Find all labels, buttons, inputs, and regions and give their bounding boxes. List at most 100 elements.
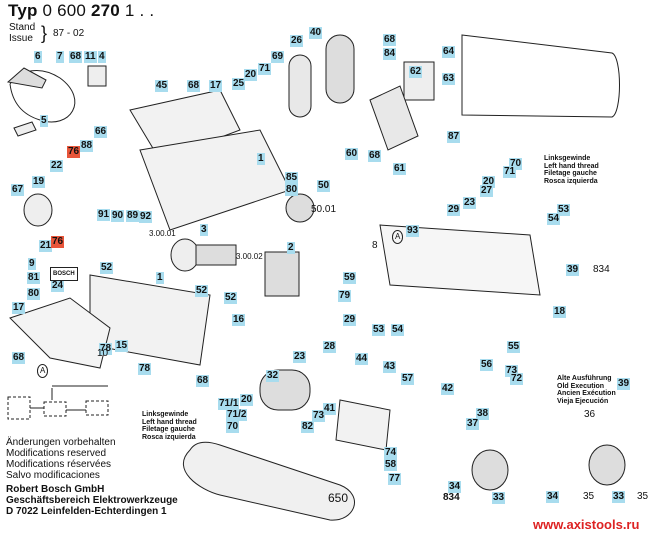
part-label-1[interactable]: 1 xyxy=(257,153,265,165)
part-label-59[interactable]: 59 xyxy=(343,272,357,284)
part-label-71[interactable]: 71 xyxy=(503,166,517,178)
part-label-93[interactable]: 93 xyxy=(406,225,420,237)
part-label-56[interactable]: 56 xyxy=(480,359,494,371)
part-label-40[interactable]: 40 xyxy=(309,27,323,39)
part-label-22[interactable]: 22 xyxy=(50,160,64,172)
part-label-68[interactable]: 68 xyxy=(12,352,26,364)
part-label-80[interactable]: 80 xyxy=(285,184,299,196)
part-label-23[interactable]: 23 xyxy=(463,197,477,209)
part-label-33[interactable]: 33 xyxy=(612,491,626,503)
part-label-61[interactable]: 61 xyxy=(393,163,407,175)
part-label-21[interactable]: 21 xyxy=(39,240,53,252)
part-label-17[interactable]: 17 xyxy=(12,302,26,314)
part-label-34[interactable]: 34 xyxy=(546,491,560,503)
part-label-18[interactable]: 18 xyxy=(553,306,567,318)
part-label-70[interactable]: 70 xyxy=(226,421,240,433)
part-label-19[interactable]: 19 xyxy=(32,176,46,188)
part-label-71-2[interactable]: 71/2 xyxy=(226,409,248,421)
part-label-1[interactable]: 1 xyxy=(156,272,164,284)
part-label-57[interactable]: 57 xyxy=(401,373,415,385)
part-label-25[interactable]: 25 xyxy=(232,78,246,90)
part-label-82[interactable]: 82 xyxy=(301,421,315,433)
part-label-77[interactable]: 77 xyxy=(388,473,402,485)
part-label-92[interactable]: 92 xyxy=(139,211,153,223)
part-label-23[interactable]: 23 xyxy=(293,351,307,363)
part-label-68[interactable]: 68 xyxy=(196,375,210,387)
part-label-33[interactable]: 33 xyxy=(492,492,506,504)
part-label-76[interactable]: 76 xyxy=(51,236,65,248)
watermark-link[interactable]: www.axistools.ru xyxy=(533,517,640,532)
part-label-20[interactable]: 20 xyxy=(240,394,254,406)
part-label-87[interactable]: 87 xyxy=(447,131,461,143)
part-label-67[interactable]: 67 xyxy=(11,184,25,196)
part-label-52[interactable]: 52 xyxy=(100,262,114,274)
part-label-74[interactable]: 74 xyxy=(384,447,398,459)
part-label-39[interactable]: 39 xyxy=(566,264,580,276)
part-label-26[interactable]: 26 xyxy=(290,35,304,47)
part-label-89[interactable]: 89 xyxy=(126,210,140,222)
part-label-80[interactable]: 80 xyxy=(27,288,41,300)
part-label-7[interactable]: 7 xyxy=(56,51,64,63)
part-label-71[interactable]: 71 xyxy=(258,63,272,75)
part-label-50[interactable]: 50 xyxy=(317,180,331,192)
part-label-20[interactable]: 20 xyxy=(244,69,258,81)
part-label-6[interactable]: 6 xyxy=(34,51,42,63)
part-label-4[interactable]: 4 xyxy=(98,51,106,63)
part-label-72[interactable]: 72 xyxy=(510,373,524,385)
part-label-37[interactable]: 37 xyxy=(466,418,480,430)
part-label-41[interactable]: 41 xyxy=(323,403,337,415)
part-label-9[interactable]: 9 xyxy=(28,258,36,270)
part-label-76[interactable]: 76 xyxy=(67,146,81,158)
part-label-11[interactable]: 11 xyxy=(84,51,97,63)
part-label-68[interactable]: 68 xyxy=(69,51,83,63)
part-label-84[interactable]: 84 xyxy=(383,48,397,60)
part-label-79[interactable]: 79 xyxy=(338,290,352,302)
part-label-78[interactable]: 78 xyxy=(138,363,152,375)
part-label-71-1[interactable]: 71/1 xyxy=(218,398,240,410)
part-label-28[interactable]: 28 xyxy=(323,341,337,353)
part-label-32[interactable]: 32 xyxy=(266,370,280,382)
part-label-44[interactable]: 44 xyxy=(355,353,369,365)
part-label-55[interactable]: 55 xyxy=(507,341,521,353)
part-label-66[interactable]: 66 xyxy=(94,126,108,138)
part-label-34[interactable]: 34 xyxy=(448,481,462,493)
part-label-63[interactable]: 63 xyxy=(442,73,456,85)
part-label-69[interactable]: 69 xyxy=(271,51,285,63)
part-label-15[interactable]: 15 xyxy=(115,340,129,352)
part-label-54[interactable]: 54 xyxy=(547,213,561,225)
part-label-68[interactable]: 68 xyxy=(368,150,382,162)
part-label-62[interactable]: 62 xyxy=(409,66,423,78)
part-label-43[interactable]: 43 xyxy=(383,361,397,373)
part-label-68[interactable]: 68 xyxy=(187,80,201,92)
part-label-2[interactable]: 2 xyxy=(287,242,295,254)
part-label-52[interactable]: 52 xyxy=(224,292,238,304)
part-label-54[interactable]: 54 xyxy=(391,324,405,336)
part-label-60[interactable]: 60 xyxy=(345,148,359,160)
part-label-91[interactable]: 91 xyxy=(97,209,111,221)
part-label-39[interactable]: 39 xyxy=(617,378,631,390)
part-label-3[interactable]: 3 xyxy=(200,224,208,236)
wiring-lines-icon xyxy=(30,385,108,411)
part-label-88[interactable]: 88 xyxy=(80,140,94,152)
part-label-27[interactable]: 27 xyxy=(480,185,494,197)
part-label-17[interactable]: 17 xyxy=(209,80,223,92)
part-label-78[interactable]: 78 xyxy=(99,343,113,355)
part-label-29[interactable]: 29 xyxy=(447,204,461,216)
part-label-45[interactable]: 45 xyxy=(155,80,169,92)
part-label-81[interactable]: 81 xyxy=(27,272,41,284)
part-label-90[interactable]: 90 xyxy=(111,210,125,222)
part-label-64[interactable]: 64 xyxy=(442,46,456,58)
part-label-68[interactable]: 68 xyxy=(383,34,397,46)
part-label-16[interactable]: 16 xyxy=(232,314,246,326)
part-label-38[interactable]: 38 xyxy=(476,408,490,420)
part-label-53[interactable]: 53 xyxy=(372,324,386,336)
part-label-52[interactable]: 52 xyxy=(195,285,209,297)
part-label-58[interactable]: 58 xyxy=(384,459,398,471)
part-label-24[interactable]: 24 xyxy=(51,280,65,292)
part-label-85[interactable]: 85 xyxy=(285,172,299,184)
part-label-29[interactable]: 29 xyxy=(343,314,357,326)
part-label-53[interactable]: 53 xyxy=(557,204,571,216)
part-label-42[interactable]: 42 xyxy=(441,383,455,395)
part-label-5[interactable]: 5 xyxy=(40,115,48,127)
part-label-73[interactable]: 73 xyxy=(312,410,326,422)
